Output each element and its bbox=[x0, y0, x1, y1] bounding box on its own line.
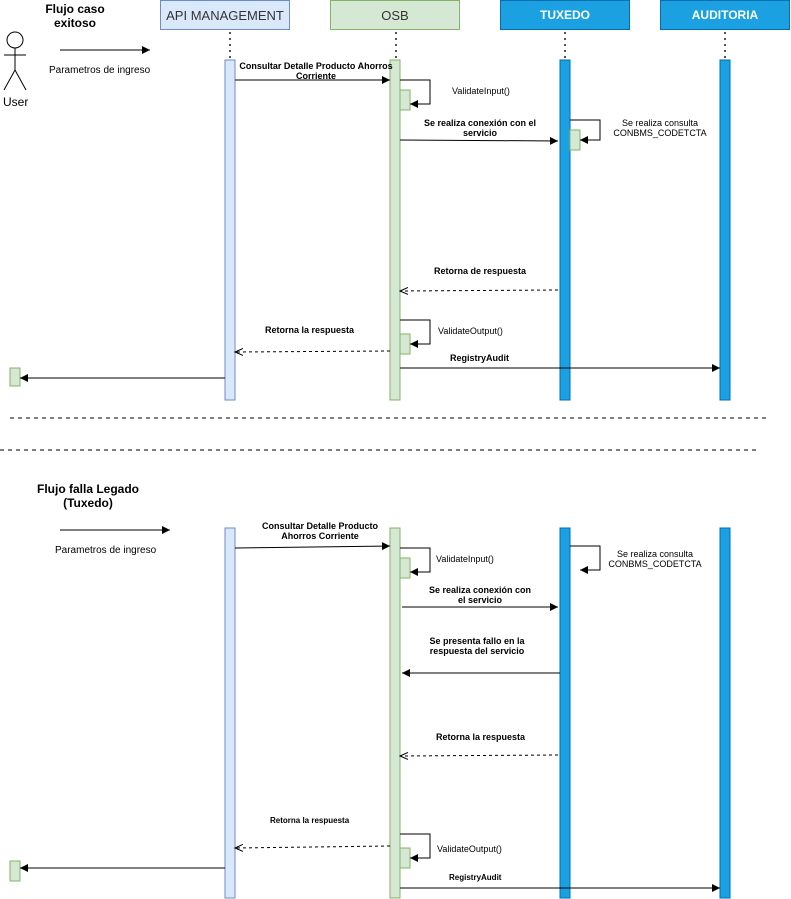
tuxedo-activation-2 bbox=[559, 527, 571, 899]
flow1-msg-registry-audit: RegistryAudit bbox=[450, 353, 510, 363]
flow2-title-line2: (Tuxedo) bbox=[63, 496, 113, 510]
flow1-msg-consultar-l1: Consultar Detalle Producto Ahorros bbox=[239, 61, 393, 71]
flow1-input-label: Parametros de ingreso bbox=[49, 65, 151, 76]
osb-sub-activation-input-1 bbox=[399, 89, 411, 111]
participant-auditoria: AUDITORIA bbox=[660, 0, 790, 30]
flow2-msg-consulta: Se realiza consulta CONBMS_CODETCTA bbox=[600, 549, 710, 569]
flow1-msg-conexion-l2: servicio bbox=[462, 128, 498, 138]
flow2-msg-fallo: Se presenta fallo en la respuesta del se… bbox=[402, 636, 552, 656]
flow2-msg-consultar-l1: Consultar Detalle Producto bbox=[261, 521, 378, 531]
flow2-msg-fallo-l2: respuesta del servicio bbox=[429, 646, 525, 656]
participant-api-management: API MANAGEMENT bbox=[160, 0, 290, 30]
flow2-msg-consulta-l1: Se realiza consulta bbox=[616, 549, 694, 559]
flow2-msg-conexion-l2: el servicio bbox=[457, 595, 503, 605]
flow2-msg-fallo-l1: Se presenta fallo en la bbox=[429, 636, 525, 646]
osb-sub-activation-input-2 bbox=[399, 557, 411, 579]
flow1-msg-conexion: Se realiza conexión con el servicio bbox=[405, 118, 555, 138]
api-activation-1 bbox=[224, 59, 236, 401]
flow2-msg-validate-input: ValidateInput() bbox=[436, 554, 494, 564]
flow1-msg-validate-input: ValidateInput() bbox=[452, 86, 510, 96]
flow2-input-label: Parametros de ingreso bbox=[55, 545, 157, 556]
flow2-msg-conexion-l1: Se realiza conexión con bbox=[428, 585, 532, 595]
flow2-msg-consulta-l2: CONBMS_CODETCTA bbox=[608, 559, 702, 569]
osb-activation-2 bbox=[389, 527, 401, 899]
osb-sub-activation-output-1 bbox=[399, 333, 411, 355]
flow1-title: Flujo caso exitoso bbox=[38, 2, 112, 30]
auditoria-activation-2 bbox=[719, 527, 731, 899]
osb-sub-activation-output-2 bbox=[399, 847, 411, 869]
user-activation-2 bbox=[9, 860, 21, 882]
actor-label: User bbox=[3, 95, 29, 109]
flow2-msg-retorna-tuxedo: Retorna la respuesta bbox=[436, 732, 526, 742]
flow1-msg-retorna-la-respuesta: Retorna la respuesta bbox=[265, 325, 355, 335]
flow1-arrows bbox=[20, 46, 720, 382]
flow1-msg-consulta-l1: Se realiza consulta bbox=[621, 118, 699, 128]
flow2-msg-consultar: Consultar Detalle Producto Ahorros Corri… bbox=[245, 521, 395, 541]
flow1-msg-consultar: Consultar Detalle Producto Ahorros Corri… bbox=[236, 61, 396, 81]
flow2-msg-registry-audit: RegistryAudit bbox=[449, 873, 502, 882]
flow1-msg-consultar-l2: Corriente bbox=[295, 71, 336, 81]
flow1-msg-consulta: Se realiza consulta CONBMS_CODETCTA bbox=[605, 118, 715, 138]
flow2-title-line1: Flujo falla Legado bbox=[36, 482, 139, 496]
participant-tuxedo: TUXEDO bbox=[500, 0, 630, 30]
flow1-title-line1: Flujo caso bbox=[45, 2, 105, 16]
flow2-msg-retorna-osb: Retorna la respuesta bbox=[270, 816, 350, 825]
participant-osb: OSB bbox=[330, 0, 460, 30]
flow1-msg-validate-output: ValidateOutput() bbox=[438, 326, 503, 336]
user-actor-icon bbox=[3, 31, 27, 91]
lifeline-stubs bbox=[229, 32, 726, 60]
flow1-msg-retorna-de-respuesta: Retorna de respuesta bbox=[434, 266, 527, 276]
flow1-msg-conexion-l1: Se realiza conexión con el bbox=[423, 118, 537, 128]
flow1-msg-consulta-l2: CONBMS_CODETCTA bbox=[613, 128, 707, 138]
api-activation-2 bbox=[224, 527, 236, 899]
tuxedo-sub-activation-1 bbox=[569, 129, 581, 151]
tuxedo-activation-1 bbox=[559, 59, 571, 401]
flow2-msg-validate-output: ValidateOutput() bbox=[437, 844, 502, 854]
osb-activation-1 bbox=[389, 59, 401, 401]
flow2-msg-consultar-l2: Ahorros Corriente bbox=[281, 531, 359, 541]
flow2-msg-conexion: Se realiza conexión con el servicio bbox=[405, 585, 555, 605]
flow2-arrows bbox=[20, 526, 720, 892]
flow1-title-line2: exitoso bbox=[53, 16, 96, 30]
user-activation-1 bbox=[9, 367, 21, 387]
auditoria-activation-1 bbox=[719, 59, 731, 401]
flow2-title: Flujo falla Legado (Tuxedo) bbox=[30, 482, 146, 510]
